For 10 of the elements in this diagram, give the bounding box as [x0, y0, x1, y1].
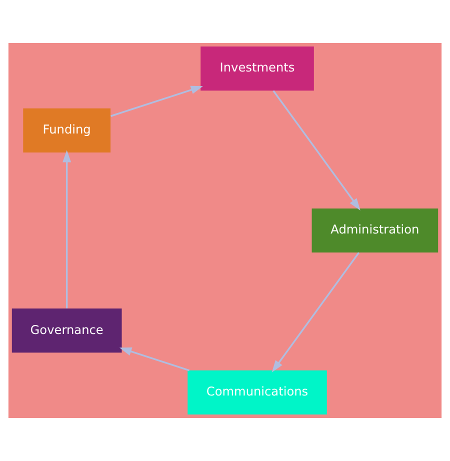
node-box: Administration — [312, 208, 438, 253]
node-box: Communications — [188, 370, 327, 415]
node-box: Governance — [12, 308, 122, 353]
node-box: Funding — [23, 108, 111, 152]
arrow — [62, 150, 72, 308]
arrow — [119, 347, 190, 372]
arrow — [272, 252, 360, 372]
arrow — [272, 90, 360, 210]
arrow — [110, 86, 204, 117]
node-box: Investments — [200, 46, 314, 91]
